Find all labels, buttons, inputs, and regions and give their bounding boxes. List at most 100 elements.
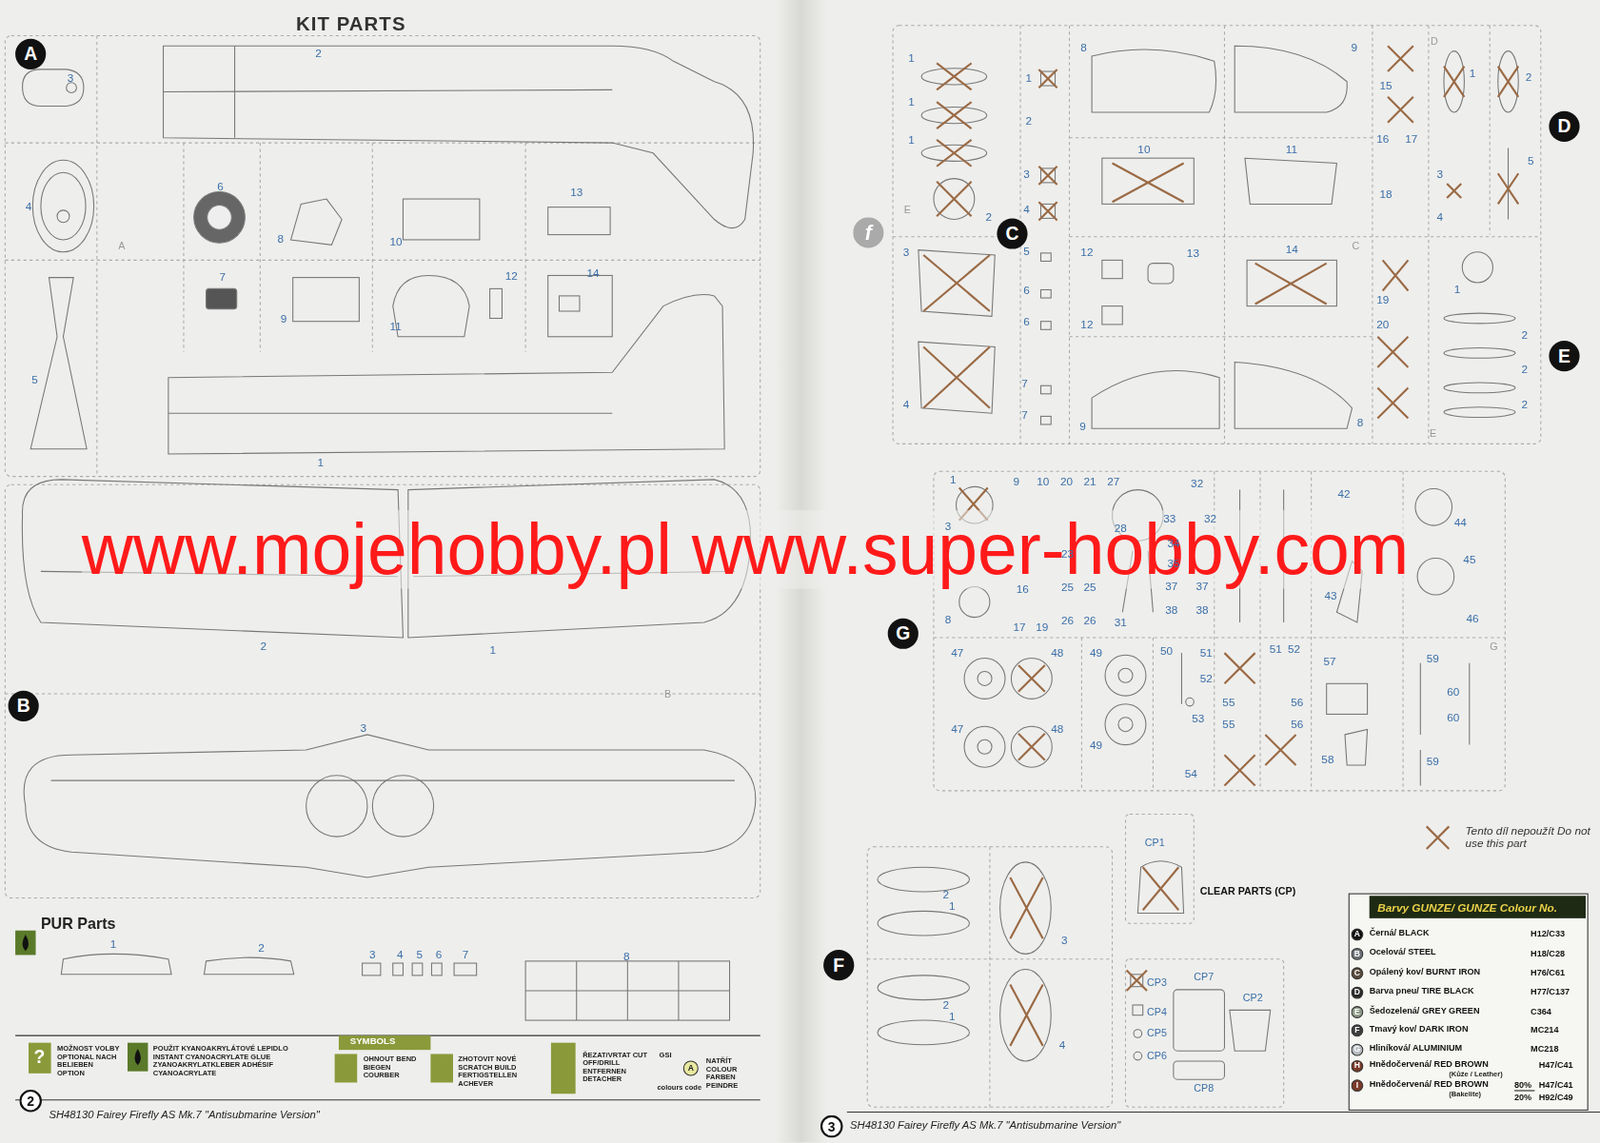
part-number: B bbox=[664, 689, 672, 701]
part-number: CP7 bbox=[1193, 971, 1214, 984]
part-number: 9 bbox=[1013, 475, 1021, 489]
node-text: C bbox=[1006, 224, 1020, 243]
part-number: C bbox=[1351, 239, 1360, 252]
legend-text: Tmavý kov/ DARK IRON bbox=[1369, 1024, 1469, 1034]
part-number: 50 bbox=[1160, 645, 1173, 658]
part-number: 55 bbox=[1222, 718, 1235, 731]
legend-text: Hnědočervená/ RED BROWN bbox=[1369, 1060, 1489, 1070]
part-number: 7 bbox=[218, 270, 226, 283]
colour-code: H12/C33 bbox=[1530, 929, 1565, 940]
part-number: 38 bbox=[1165, 604, 1178, 617]
part-number: 57 bbox=[1323, 654, 1336, 668]
part-number: 35 bbox=[1166, 556, 1180, 570]
colour-code: H92/C49 bbox=[1539, 1092, 1574, 1103]
part-number: 49 bbox=[1089, 738, 1103, 751]
symbol-note: colours code bbox=[656, 1084, 702, 1093]
node-text: A bbox=[23, 44, 38, 63]
colour-code: MC218 bbox=[1530, 1045, 1559, 1055]
part-number: CP6 bbox=[1146, 1049, 1167, 1062]
part-number: 7 bbox=[1021, 408, 1028, 421]
part-number: 3 bbox=[903, 245, 910, 258]
part-number: 1 bbox=[908, 133, 915, 146]
part-number: CP3 bbox=[1146, 976, 1167, 988]
symbol-note: MOŽNOST VOLBY OPTIONAL NACH BELIEBEN OPT… bbox=[57, 1045, 120, 1079]
colour-code: C364 bbox=[1530, 1007, 1552, 1017]
part-number: 8 bbox=[1080, 40, 1087, 54]
part-number: 8 bbox=[945, 612, 952, 626]
symbol-note: NATŘÍT COLOUR FARBEN PEINDRE bbox=[706, 1057, 752, 1091]
part-number: 12 bbox=[1080, 245, 1093, 258]
part-number: 54 bbox=[1185, 767, 1198, 780]
part-number: 4 bbox=[25, 199, 33, 213]
part-number: 6 bbox=[1023, 283, 1030, 297]
node-text: D bbox=[1558, 117, 1572, 136]
part-number: 59 bbox=[1426, 651, 1440, 665]
symbol-note: POUŽIT KYANOAKRYLÁTOVÉ LEPIDLO INSTANT C… bbox=[153, 1045, 292, 1079]
part-number: 28 bbox=[1114, 521, 1127, 534]
part-number: 5 bbox=[1023, 244, 1030, 257]
part-number: 51 bbox=[1200, 647, 1213, 660]
sprue-letter-circle: 2 bbox=[19, 1089, 42, 1113]
colour-letter: I bbox=[1350, 1079, 1363, 1092]
legend-text: Opálený kov/ BURNT IRON bbox=[1369, 967, 1481, 977]
part-number: 8 bbox=[1357, 415, 1364, 429]
sprue-letter-circle: f bbox=[852, 217, 884, 248]
node-text: 2 bbox=[26, 1094, 35, 1108]
part-number: E bbox=[904, 203, 911, 216]
part-number: 51 bbox=[1269, 642, 1283, 655]
part-number: 5 bbox=[1527, 154, 1535, 167]
part-number: 32 bbox=[1190, 477, 1204, 491]
section-heading: PUR Parts bbox=[40, 915, 117, 933]
part-number: 1 bbox=[1454, 282, 1462, 296]
part-number: 9 bbox=[280, 312, 288, 325]
part-number: 18 bbox=[1379, 187, 1392, 200]
part-number: 52 bbox=[1200, 671, 1213, 685]
part-number: 4 bbox=[1059, 1038, 1067, 1051]
part-number: 42 bbox=[1337, 487, 1350, 500]
colour-code: H76/C61 bbox=[1530, 967, 1565, 978]
part-number: 2 bbox=[943, 999, 950, 1012]
part-number: 3 bbox=[1023, 167, 1030, 180]
colour-letter: A bbox=[1350, 928, 1363, 942]
legend-text: Šedozelená/ GREY GREEN bbox=[1369, 1006, 1481, 1016]
note-text: Tento díl nepoužít Do not use this part bbox=[1464, 824, 1593, 850]
part-number: 16 bbox=[1376, 132, 1389, 145]
part-number: 11 bbox=[1285, 142, 1298, 156]
part-number: 1 bbox=[110, 937, 118, 950]
symbol-note: (Kůže / Leather) bbox=[1448, 1070, 1502, 1080]
colour-letter: G bbox=[1350, 1044, 1363, 1057]
part-number: 21 bbox=[1084, 475, 1097, 489]
part-number: 49 bbox=[1089, 647, 1103, 660]
part-number: 25 bbox=[1084, 580, 1097, 593]
node-text: B bbox=[17, 696, 31, 715]
part-number: 26 bbox=[1084, 613, 1097, 627]
colour-letter: D bbox=[1350, 987, 1363, 1000]
sprue-letter-circle: D bbox=[1548, 111, 1580, 142]
part-number: 2 bbox=[1520, 328, 1528, 341]
part-number: 2 bbox=[1525, 70, 1533, 83]
part-number: 17 bbox=[1404, 132, 1418, 145]
part-number: 60 bbox=[1446, 685, 1460, 698]
sprue-letter-circle: F bbox=[823, 949, 854, 981]
part-number: 9 bbox=[1079, 420, 1087, 434]
part-number: 5 bbox=[31, 373, 39, 386]
part-number: 4 bbox=[396, 948, 404, 961]
part-number: 6 bbox=[217, 180, 224, 194]
legend-text: Ocelová/ STEEL bbox=[1369, 948, 1437, 958]
part-number: 46 bbox=[1466, 612, 1480, 625]
part-number: 4 bbox=[903, 397, 910, 411]
part-number: 38 bbox=[1195, 604, 1208, 617]
colour-letter: C bbox=[1350, 967, 1363, 980]
part-number: 2 bbox=[943, 888, 950, 902]
part-number: A bbox=[118, 239, 125, 252]
part-number: 48 bbox=[1050, 722, 1064, 735]
colour-code: MC214 bbox=[1530, 1025, 1559, 1035]
part-number: 15 bbox=[1379, 79, 1392, 93]
part-number: 53 bbox=[1191, 711, 1205, 725]
part-number: CP4 bbox=[1146, 1006, 1167, 1018]
part-number: 10 bbox=[390, 236, 403, 249]
part-number: 2 bbox=[259, 639, 267, 652]
colour-letter: E bbox=[1350, 1006, 1363, 1019]
sprue-letter-circle: E bbox=[1548, 340, 1580, 372]
colour-code: H18/C28 bbox=[1530, 948, 1565, 959]
